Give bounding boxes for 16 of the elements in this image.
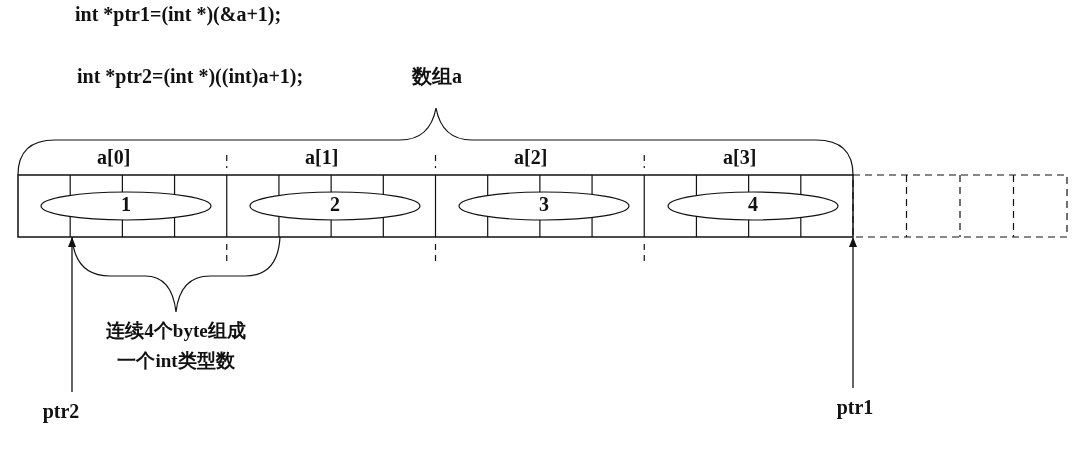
element-label: a[3] — [723, 145, 757, 169]
arrow — [68, 237, 76, 393]
element-label: a[0] — [97, 145, 131, 169]
code-line: int *ptr1=(int *)(&a+1); — [75, 2, 282, 26]
value-ellipse: 4 — [667, 191, 839, 221]
pointer-label: ptr2 — [36, 398, 86, 424]
element-label: a[1] — [305, 145, 339, 169]
element-label: a[2] — [514, 145, 548, 169]
value-ellipse: 2 — [249, 191, 421, 221]
annotation-text: 连续4个byte组成一个int类型数 — [105, 319, 247, 373]
value-ellipse: 3 — [458, 191, 630, 221]
arrow — [849, 237, 857, 389]
pointer-label: ptr1 — [830, 394, 880, 420]
value-ellipse: 1 — [40, 191, 212, 221]
array-label: 数组a — [412, 64, 462, 88]
code-line: int *ptr2=(int *)((int)a+1); — [77, 64, 304, 88]
